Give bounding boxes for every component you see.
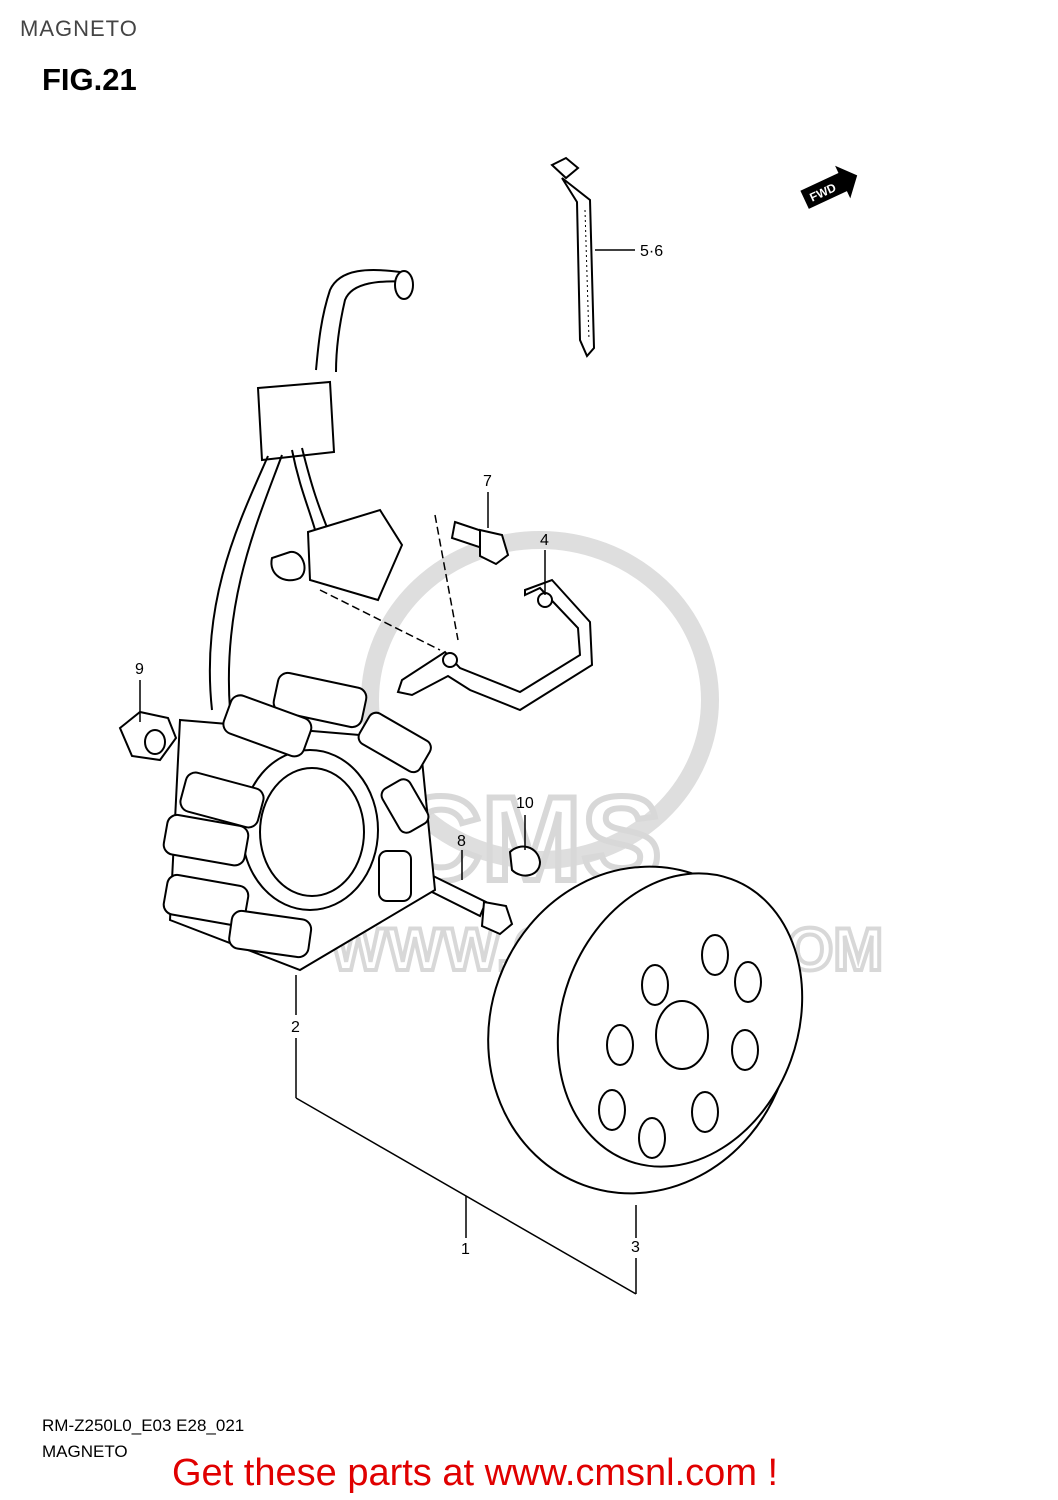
section-name-footer: MAGNETO <box>42 1442 128 1461</box>
fwd-arrow-icon: FWD <box>800 165 858 209</box>
promo-link[interactable]: Get these parts at www.cmsnl.com ! <box>172 1452 779 1494</box>
callout-3: 3 <box>631 1239 640 1256</box>
callout-8: 8 <box>457 833 466 850</box>
key-10 <box>508 845 542 877</box>
wire-clamp <box>396 578 594 712</box>
rotor-flywheel <box>487 865 804 1195</box>
cable-tie <box>550 156 596 358</box>
bolt-8 <box>418 870 514 936</box>
figure-label: FIG.21 <box>42 62 137 97</box>
nut-9 <box>118 710 178 762</box>
leader-lines <box>139 249 637 1295</box>
bolt-7 <box>450 520 510 566</box>
callout-5-6: 5·6 <box>640 243 663 260</box>
callout-10: 10 <box>516 795 534 812</box>
callout-2: 2 <box>291 1019 300 1036</box>
model-code: RM-Z250L0_E03 E28_021 <box>42 1416 245 1435</box>
callout-4: 4 <box>540 532 549 549</box>
stator-coil <box>162 671 437 972</box>
callout-9: 9 <box>135 661 144 678</box>
callout-7: 7 <box>483 473 492 490</box>
callout-1: 1 <box>461 1241 470 1258</box>
section-title: MAGNETO <box>20 16 138 41</box>
wire-harness <box>208 268 414 711</box>
callouts: 5·6 7 4 9 10 8 2 1 3 <box>135 243 663 1258</box>
